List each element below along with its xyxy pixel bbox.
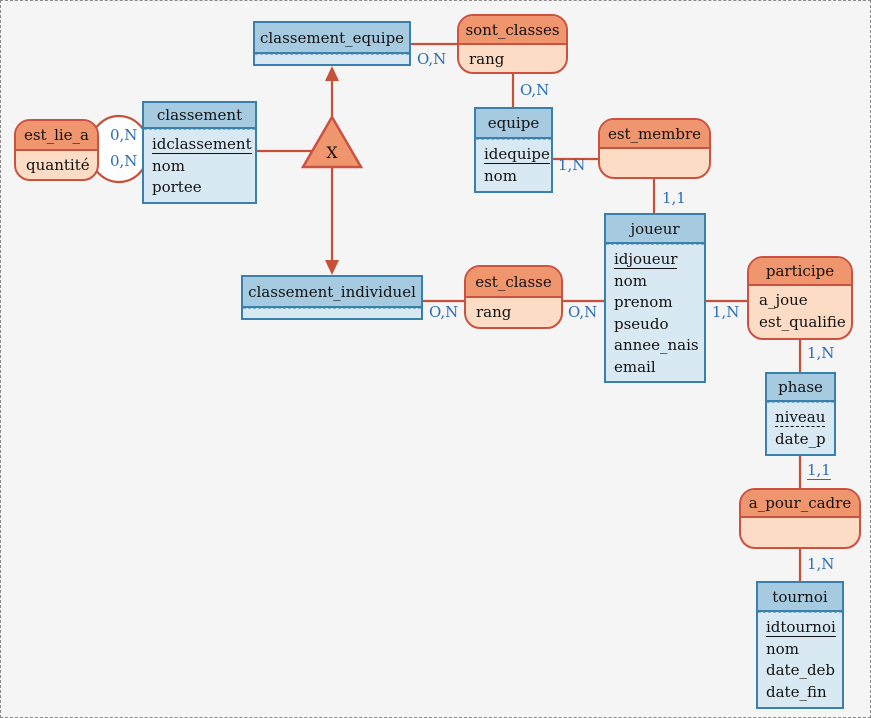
attribute: date_p [775,429,826,448]
arrowhead-down-icon [325,260,339,275]
attribute-primary-key: idclassement [152,135,252,154]
attribute: a_joue [759,291,808,309]
arrowhead-up-icon [325,66,339,81]
attribute: email [614,357,656,376]
attribute: nom [484,166,517,185]
attribute: nom [766,639,799,658]
attribute: nom [614,271,647,290]
entity-title: tournoi [758,583,842,612]
entity-attributes: idtournoi nom date_deb date_fin [758,612,842,707]
attribute-primary-key: idequipe [484,145,550,164]
entity-attributes: idequipe nom [476,139,551,191]
relation-title: sont_classes [459,16,566,45]
relation-title: est_lie_a [16,121,97,151]
attribute: date_fin [766,682,827,701]
cardinality-label: 0,N [110,152,138,170]
relation-attributes [600,149,709,155]
relation-est-lie-a: est_lie_a quantité [14,119,99,181]
entity-classement: classement idclassement nom portee [142,101,257,204]
entity-attributes: niveau date_p [767,402,834,454]
cardinality-label: O,N [429,303,459,321]
relation-sont-classes: sont_classes rang [457,14,568,74]
relation-attributes: a_joue est_qualifie [749,286,851,336]
exclusion-constraint-triangle [300,114,364,169]
attribute-weak-key: niveau [775,408,826,427]
relation-attributes: rang [466,298,561,326]
cardinality-label: O,N [520,81,550,99]
cardinality-label: 1,N [712,303,740,321]
entity-title: phase [767,374,834,402]
entity-title: classement_equipe [255,23,409,54]
attribute: rang [469,50,505,68]
attribute: annee_nais [614,336,699,354]
entity-phase: phase niveau date_p [765,372,836,456]
attribute: rang [476,303,512,321]
relation-title: participe [749,258,851,286]
relation-title: est_membre [600,120,709,149]
entity-title: joueur [606,215,704,244]
attribute: est_qualifie [759,313,846,331]
relation-participe: participe a_joue est_qualifie [747,256,853,340]
relation-attributes [741,518,859,524]
entity-attributes: idjoueur nom prenom pseudo annee_nais em… [606,244,704,382]
entity-title: equipe [476,109,551,139]
entity-title: classement [144,103,255,129]
entity-tournoi: tournoi idtournoi nom date_deb date_fin [756,581,844,709]
attribute: nom [152,156,185,175]
exclusion-constraint-label: X [326,143,338,162]
cardinality-label: O,N [417,50,447,68]
attribute: pseudo [614,314,669,333]
cardinality-label: 1,N [807,344,835,362]
cardinality-label: 0,N [110,126,138,144]
cardinality-label: 1,N [807,555,835,573]
entity-classement-equipe: classement_equipe [253,21,411,66]
relation-est-classe: est_classe rang [464,265,563,329]
attribute-primary-key: idtournoi [766,618,836,637]
cardinality-label: 1,1 [662,189,686,207]
relation-title: est_classe [466,267,561,298]
attribute: date_deb [766,661,836,679]
attribute: quantité [26,156,90,174]
cardinality-label-identifying: 1,1 [807,461,831,480]
entity-equipe: equipe idequipe nom [474,107,553,193]
cardinality-label: O,N [568,303,598,321]
entity-attributes [255,54,409,66]
attribute: portee [152,178,202,196]
entity-joueur: joueur idjoueur nom prenom pseudo annee_… [604,213,706,383]
relation-est-membre: est_membre [598,118,711,179]
cardinality-label: 1,N [558,156,586,174]
relation-attributes: quantité [16,151,97,179]
entity-title: classement_individuel [243,277,421,308]
entity-classement-individuel: classement_individuel [241,275,423,320]
attribute: prenom [614,293,673,311]
attribute-primary-key: idjoueur [614,250,678,269]
relation-attributes: rang [459,45,566,72]
entity-attributes [243,308,421,320]
relation-a-pour-cadre: a_pour_cadre [739,488,861,549]
entity-attributes: idclassement nom portee [144,129,255,203]
relation-title: a_pour_cadre [741,490,859,518]
